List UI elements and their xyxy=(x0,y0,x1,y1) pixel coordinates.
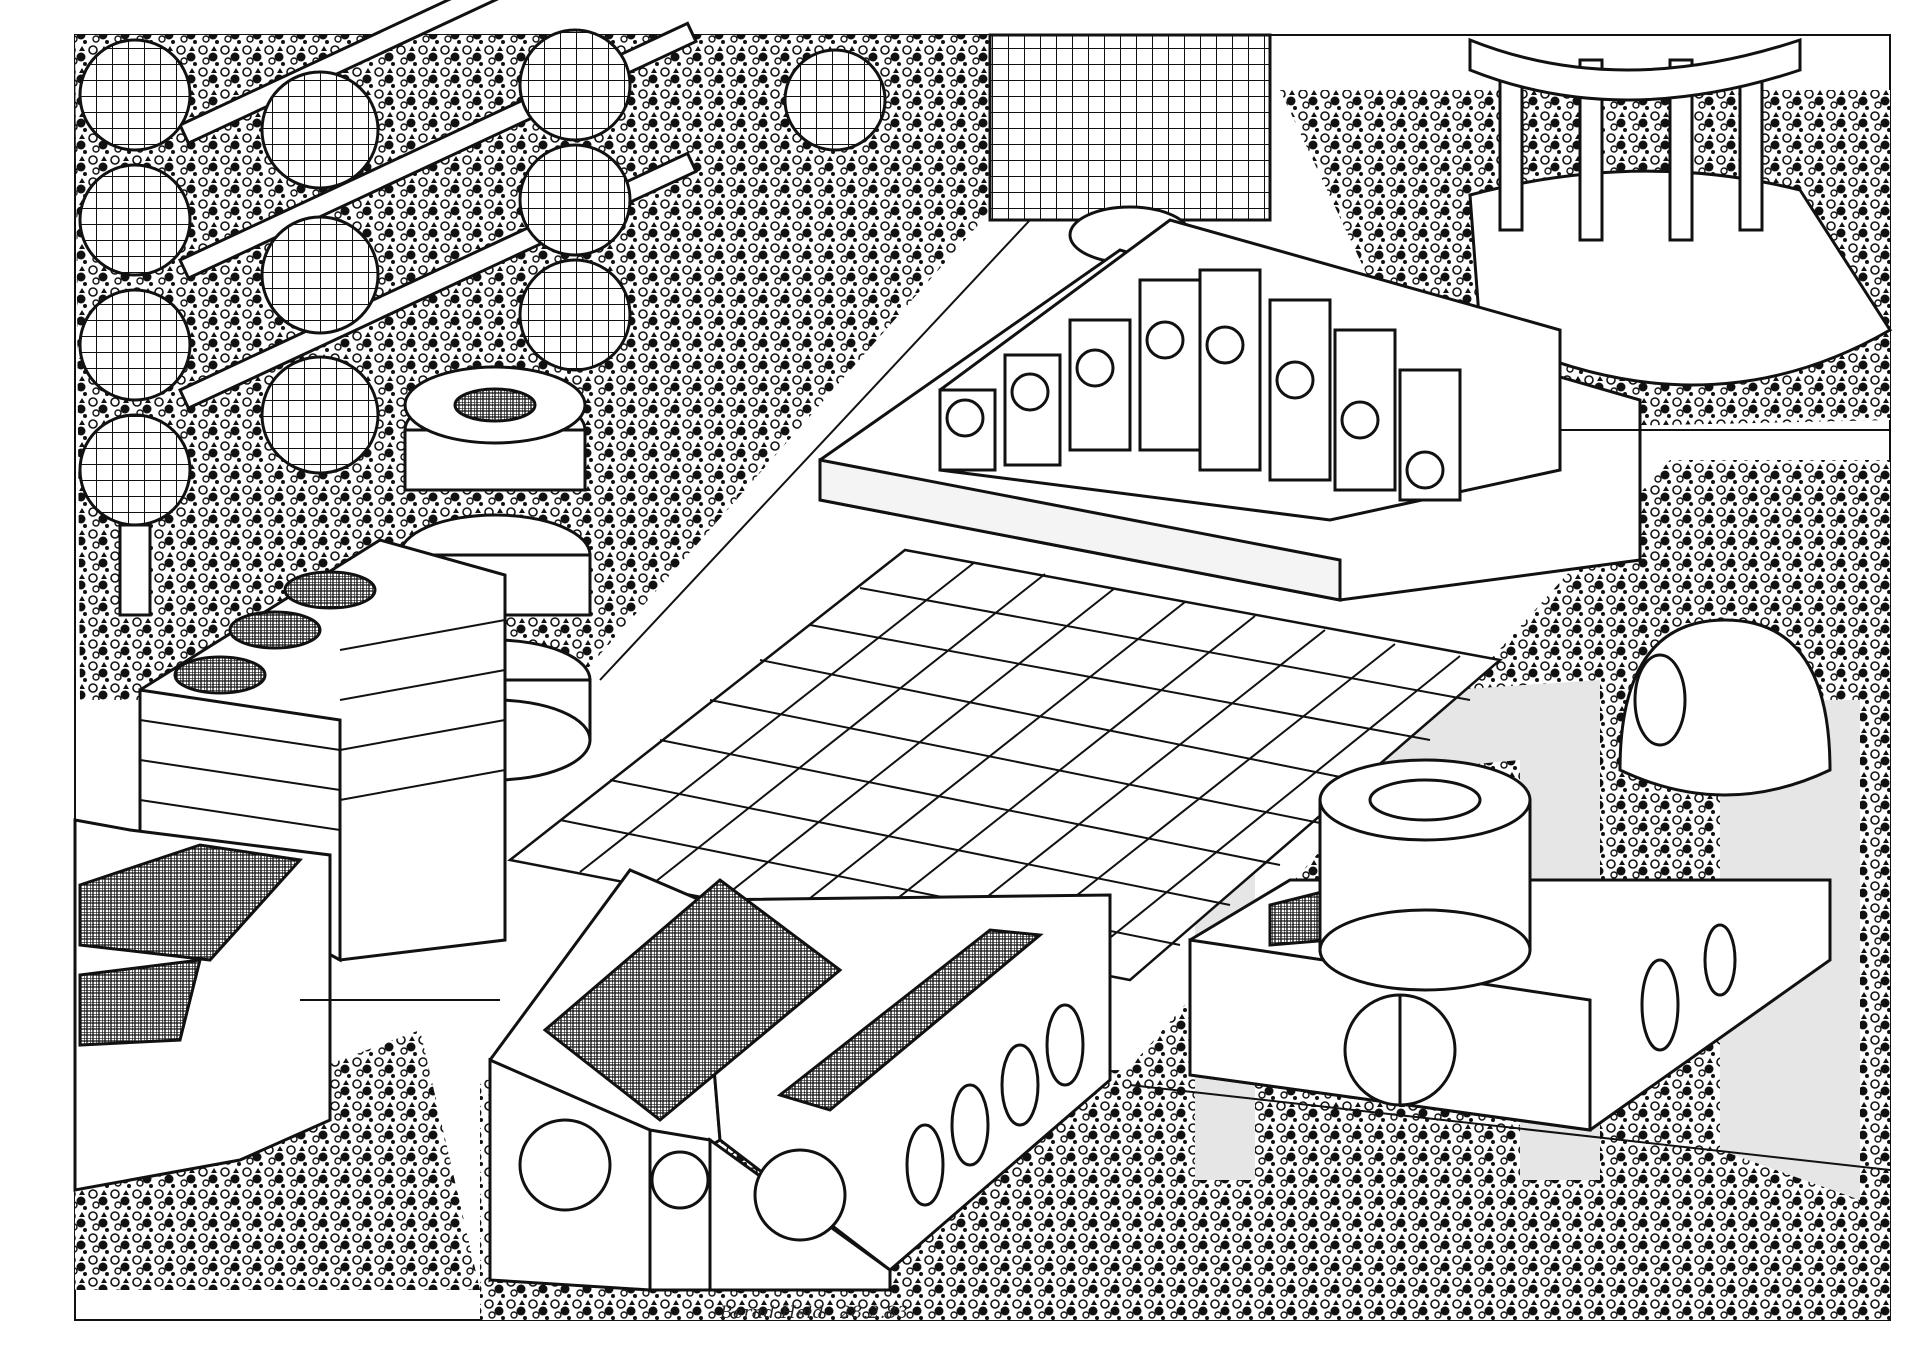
grid-tower xyxy=(988,33,1272,265)
signature-date: 28.2.83 xyxy=(840,1303,909,1323)
artist-signature: Bernd Held 28.2.83 xyxy=(720,1303,918,1323)
domed-pavilion xyxy=(1468,37,1893,387)
right-complex xyxy=(1188,618,1832,1132)
hangar-building xyxy=(488,868,1112,1292)
signature-name: Bernd Held xyxy=(720,1303,825,1323)
stepped-arcade xyxy=(818,218,1642,602)
lower-left-building xyxy=(73,818,332,1192)
globe-towers xyxy=(78,0,887,617)
street-railings xyxy=(300,219,1891,1171)
